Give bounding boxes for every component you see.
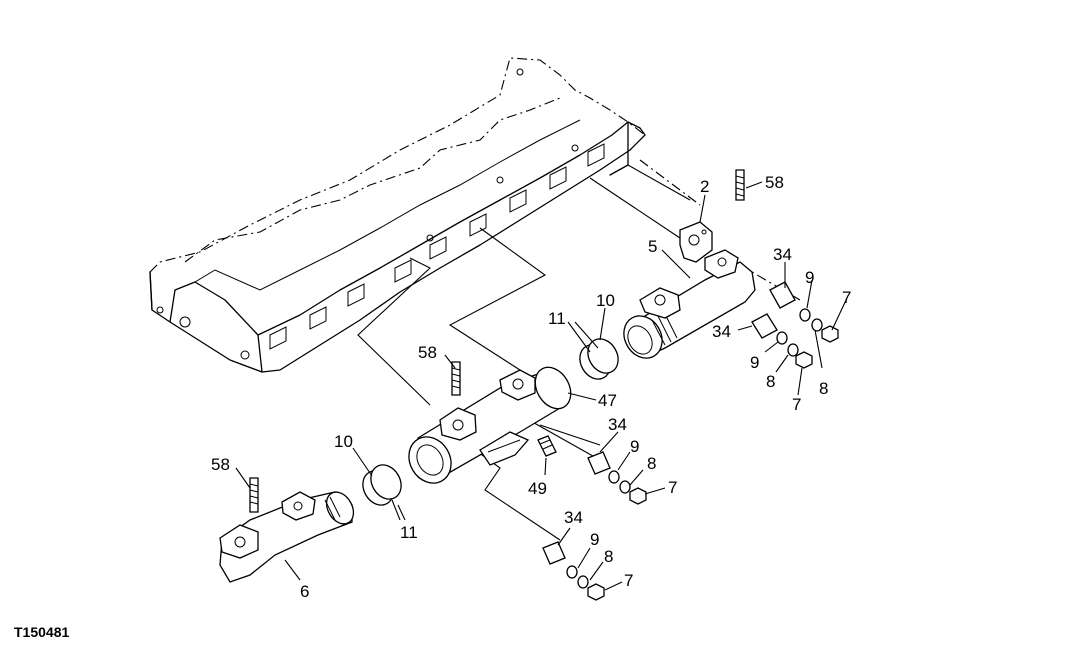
spacer-b (751, 313, 778, 339)
callout-47: 47 (598, 391, 617, 410)
stud-middle (451, 361, 461, 396)
spacer-d (542, 541, 566, 565)
callout-7: 7 (792, 395, 801, 414)
callout-49: 49 (528, 479, 547, 498)
callout-34: 34 (564, 508, 583, 527)
callout-58: 58 (211, 455, 230, 474)
spacer-c (587, 451, 611, 475)
callout-34: 34 (773, 245, 792, 264)
callout-6: 6 (300, 582, 309, 601)
callout-9: 9 (630, 437, 639, 456)
callout-leaders (235, 181, 848, 591)
callout-9: 9 (805, 268, 814, 287)
callout-11: 11 (548, 309, 566, 328)
gasket (679, 221, 713, 263)
washers-and-nuts (566, 308, 839, 601)
seal-rings-lower (362, 464, 402, 506)
callout-7: 7 (624, 571, 633, 590)
callout-labels: 2 58 5 34 9 7 11 10 34 9 8 8 7 58 47 34 … (211, 173, 851, 601)
cylinder-head (149, 57, 646, 373)
figure-id: T150481 (14, 624, 69, 640)
stud-49 (537, 435, 557, 457)
callout-7: 7 (668, 478, 677, 497)
callout-9: 9 (590, 530, 599, 549)
spacers (542, 281, 796, 565)
stud-top-right (735, 169, 745, 201)
callout-58: 58 (765, 173, 784, 192)
callout-9: 9 (750, 353, 759, 372)
seal-rings-upper (579, 338, 619, 380)
callout-5: 5 (648, 237, 657, 256)
callout-10: 10 (596, 291, 615, 310)
callout-58: 58 (418, 343, 437, 362)
callout-2: 2 (700, 177, 709, 196)
stud-left (249, 477, 259, 513)
callout-8: 8 (766, 372, 775, 391)
spacer-a (769, 281, 796, 309)
exhaust-pipe-middle (408, 366, 572, 484)
callout-10: 10 (334, 432, 353, 451)
callout-34: 34 (608, 415, 627, 434)
callout-7: 7 (842, 288, 851, 307)
exhaust-elbow (219, 491, 355, 583)
callout-8: 8 (819, 379, 828, 398)
callout-34: 34 (712, 322, 731, 341)
assembly-lines (357, 159, 801, 541)
callout-8: 8 (647, 454, 656, 473)
exhaust-pipe-right (623, 249, 756, 359)
callout-11: 11 (400, 523, 418, 542)
callout-8: 8 (604, 547, 613, 566)
